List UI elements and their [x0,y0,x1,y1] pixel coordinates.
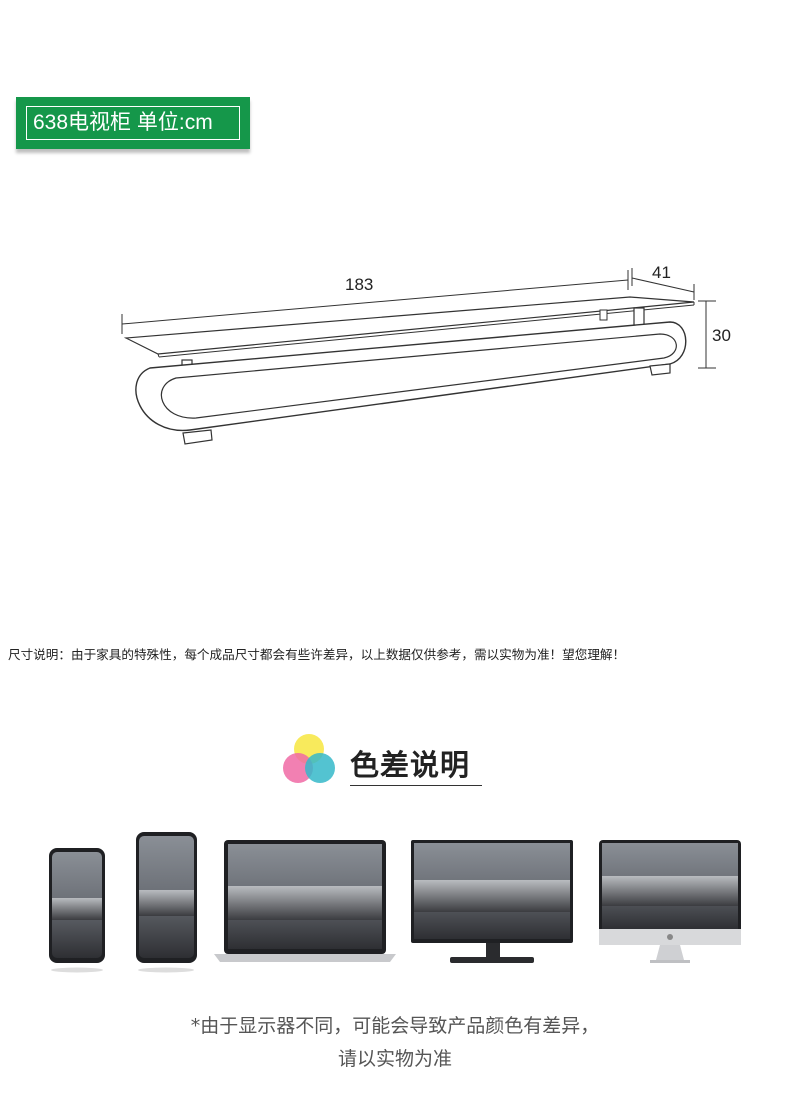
size-note: 尺寸说明：由于家具的特殊性，每个成品尺寸都会有些许差异，以上数据仅供参考，需以实… [8,647,626,662]
rgb-circles-icon [283,734,335,783]
cabinet-inner-band [160,333,677,419]
left-foot [182,429,213,445]
tv-cabinet-drawing: 183 41 30 [121,263,731,445]
title-badge: 638电视柜 单位:cm [16,97,250,149]
laptop-icon [214,840,396,962]
height-label: 30 [712,326,731,345]
monitor-icon [411,840,573,963]
device-lineup [49,832,741,973]
phone-small-icon [49,848,105,973]
title-badge-label: 638电视柜 单位:cm [26,106,240,140]
depth-dimension-line [631,277,695,293]
footer-line-1: *由于显示器不同，可能会导致产品颜色有差异， [190,1015,600,1037]
imac-icon [599,840,741,963]
length-label: 183 [345,275,373,294]
right-foot [649,363,671,376]
phone-large-icon [136,832,197,973]
depth-label: 41 [652,263,671,282]
length-dimension-line [121,279,629,325]
title-underline [350,785,482,786]
color-difference-title: 色差说明 [350,748,471,782]
footer-line-2: 请以实物为准 [337,1048,452,1070]
